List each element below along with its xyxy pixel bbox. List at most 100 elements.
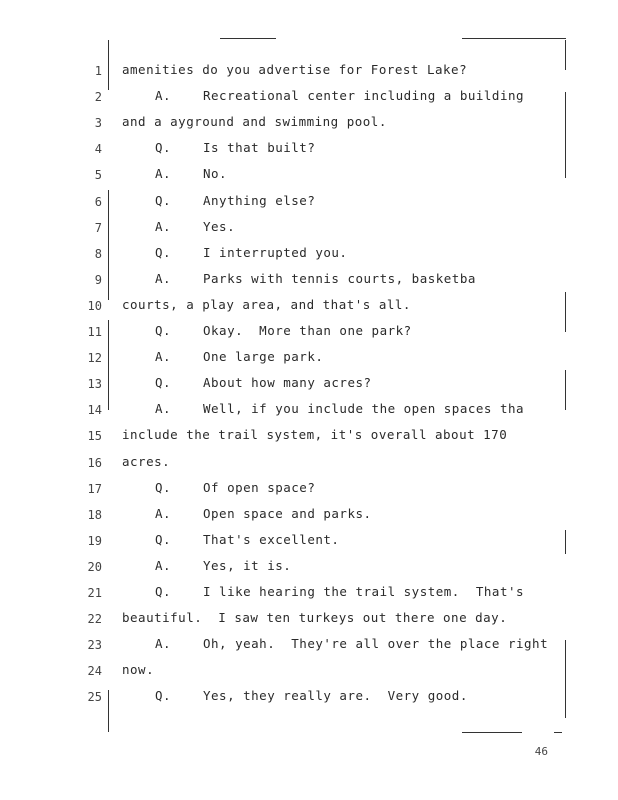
line-number: 21 <box>87 586 102 600</box>
line-number: 5 <box>94 168 102 183</box>
line-number: 2 <box>94 90 102 105</box>
line-body: beautiful. I saw ten turkeys out there o… <box>122 610 508 626</box>
line-text: A.Yes. <box>155 219 235 234</box>
transcript-line: 7 A.Yes. <box>0 219 618 245</box>
speaker-label: Q. <box>155 479 172 495</box>
transcript-line: 17 Q.Of open space? <box>0 480 618 506</box>
left-margin-rule-top <box>108 40 109 90</box>
line-body: Is that built? <box>203 140 316 156</box>
speaker-label: Q. <box>155 531 172 547</box>
page-number: 46 <box>534 745 548 758</box>
line-text: A. No. <box>155 166 227 181</box>
bottom-rule-tick <box>554 732 562 733</box>
transcript-line: 12 A. One large park. <box>0 349 618 375</box>
line-text: acres. <box>122 454 170 469</box>
line-text: A. Oh, yeah. They're all over the place r… <box>155 636 548 651</box>
line-text: Q.Of open space? <box>155 480 315 495</box>
line-number: 19 <box>87 533 102 548</box>
speaker-label: Q. <box>155 688 172 704</box>
line-body: Anything else? <box>203 192 316 208</box>
line-number: 17 <box>87 481 102 496</box>
line-body: include the trail system, it's overall a… <box>122 427 508 443</box>
line-number: 11 <box>87 325 102 339</box>
line-number: 12 <box>87 351 102 366</box>
transcript-line: 3 and a ayground and swimming pool. <box>0 114 618 140</box>
speaker-label: Q. <box>155 323 172 338</box>
transcript-line: 8 Q.I interrupted you. <box>0 245 618 271</box>
line-text: A. Open space and parks. <box>155 506 372 521</box>
transcript-line: 5 A. No. <box>0 166 618 192</box>
line-text: Q.I like hearing the trail system. That'… <box>155 584 524 599</box>
top-rule-right <box>462 38 566 39</box>
line-body: That's excellent. <box>203 531 340 547</box>
line-number: 25 <box>87 690 102 705</box>
line-text: now. <box>122 662 154 677</box>
line-text: amenities do you advertise for Forest La… <box>122 62 467 77</box>
speaker-label: Q. <box>155 584 172 599</box>
line-number: 20 <box>87 559 102 574</box>
line-text: Q.Is that built? <box>155 140 315 155</box>
line-text: A.Parks with tennis courts, basketba <box>155 271 476 286</box>
line-number: 16 <box>87 455 102 470</box>
line-text: Q.I interrupted you. <box>155 245 347 260</box>
line-body: One large park. <box>203 349 324 365</box>
line-text: include the trail system, it's overall a… <box>122 427 507 442</box>
speaker-label: A. <box>155 557 172 573</box>
line-body: No. <box>203 166 228 182</box>
line-body: Open space and parks. <box>203 505 372 521</box>
line-text: A. One large park. <box>155 349 323 364</box>
left-margin-rule-mid2 <box>108 320 109 410</box>
line-number: 13 <box>87 377 102 392</box>
line-text: A. Recreational center including a buildi… <box>155 88 524 103</box>
right-margin-rule-e <box>565 640 566 718</box>
line-text: beautiful. I saw ten turkeys out there o… <box>122 610 507 625</box>
line-body: Oh, yeah. They're all over the place rig… <box>203 636 549 652</box>
line-text: Q. About how many acres? <box>155 375 372 390</box>
speaker-label: Q. <box>155 375 172 391</box>
line-number: 3 <box>94 116 102 131</box>
speaker-label: A. <box>155 636 172 652</box>
line-body: amenities do you advertise for Forest La… <box>122 62 468 77</box>
transcript-line: 11 Q. Okay. More than one park? <box>0 323 618 349</box>
speaker-label: A. <box>155 349 172 365</box>
line-number: 8 <box>94 246 102 261</box>
speaker-label: A. <box>155 505 172 521</box>
line-text: Q. Okay. More than one park? <box>155 323 412 338</box>
line-body: courts, a play area, and that's all. <box>122 296 411 312</box>
line-body: About how many acres? <box>203 375 372 391</box>
speaker-label: A. <box>155 166 172 182</box>
line-body: and a ayground and swimming pool. <box>122 114 387 130</box>
left-margin-rule-mid <box>108 190 109 300</box>
line-body: acres. <box>122 453 171 469</box>
line-text: courts, a play area, and that's all. <box>122 297 411 312</box>
line-number: 14 <box>87 403 102 418</box>
top-rule-short <box>220 38 276 39</box>
right-margin-rule-d <box>565 530 566 554</box>
line-text: and a ayground and swimming pool. <box>122 114 387 129</box>
line-body: now. <box>122 662 155 678</box>
line-text: Q. That's excellent. <box>155 532 339 547</box>
line-number: 1 <box>94 64 102 78</box>
speaker-label: A. <box>155 88 172 104</box>
transcript-line: 16 acres. <box>0 454 618 480</box>
line-body: Okay. More than one park? <box>203 323 412 338</box>
line-body: Parks with tennis courts, basketba <box>203 270 476 286</box>
line-number: 7 <box>94 220 102 235</box>
speaker-label: Q. <box>155 244 172 260</box>
right-margin-rule-c <box>565 370 566 410</box>
speaker-label: A. <box>155 218 172 234</box>
line-body: Recreational center including a building <box>203 88 525 104</box>
right-margin-rule-top <box>565 40 566 70</box>
